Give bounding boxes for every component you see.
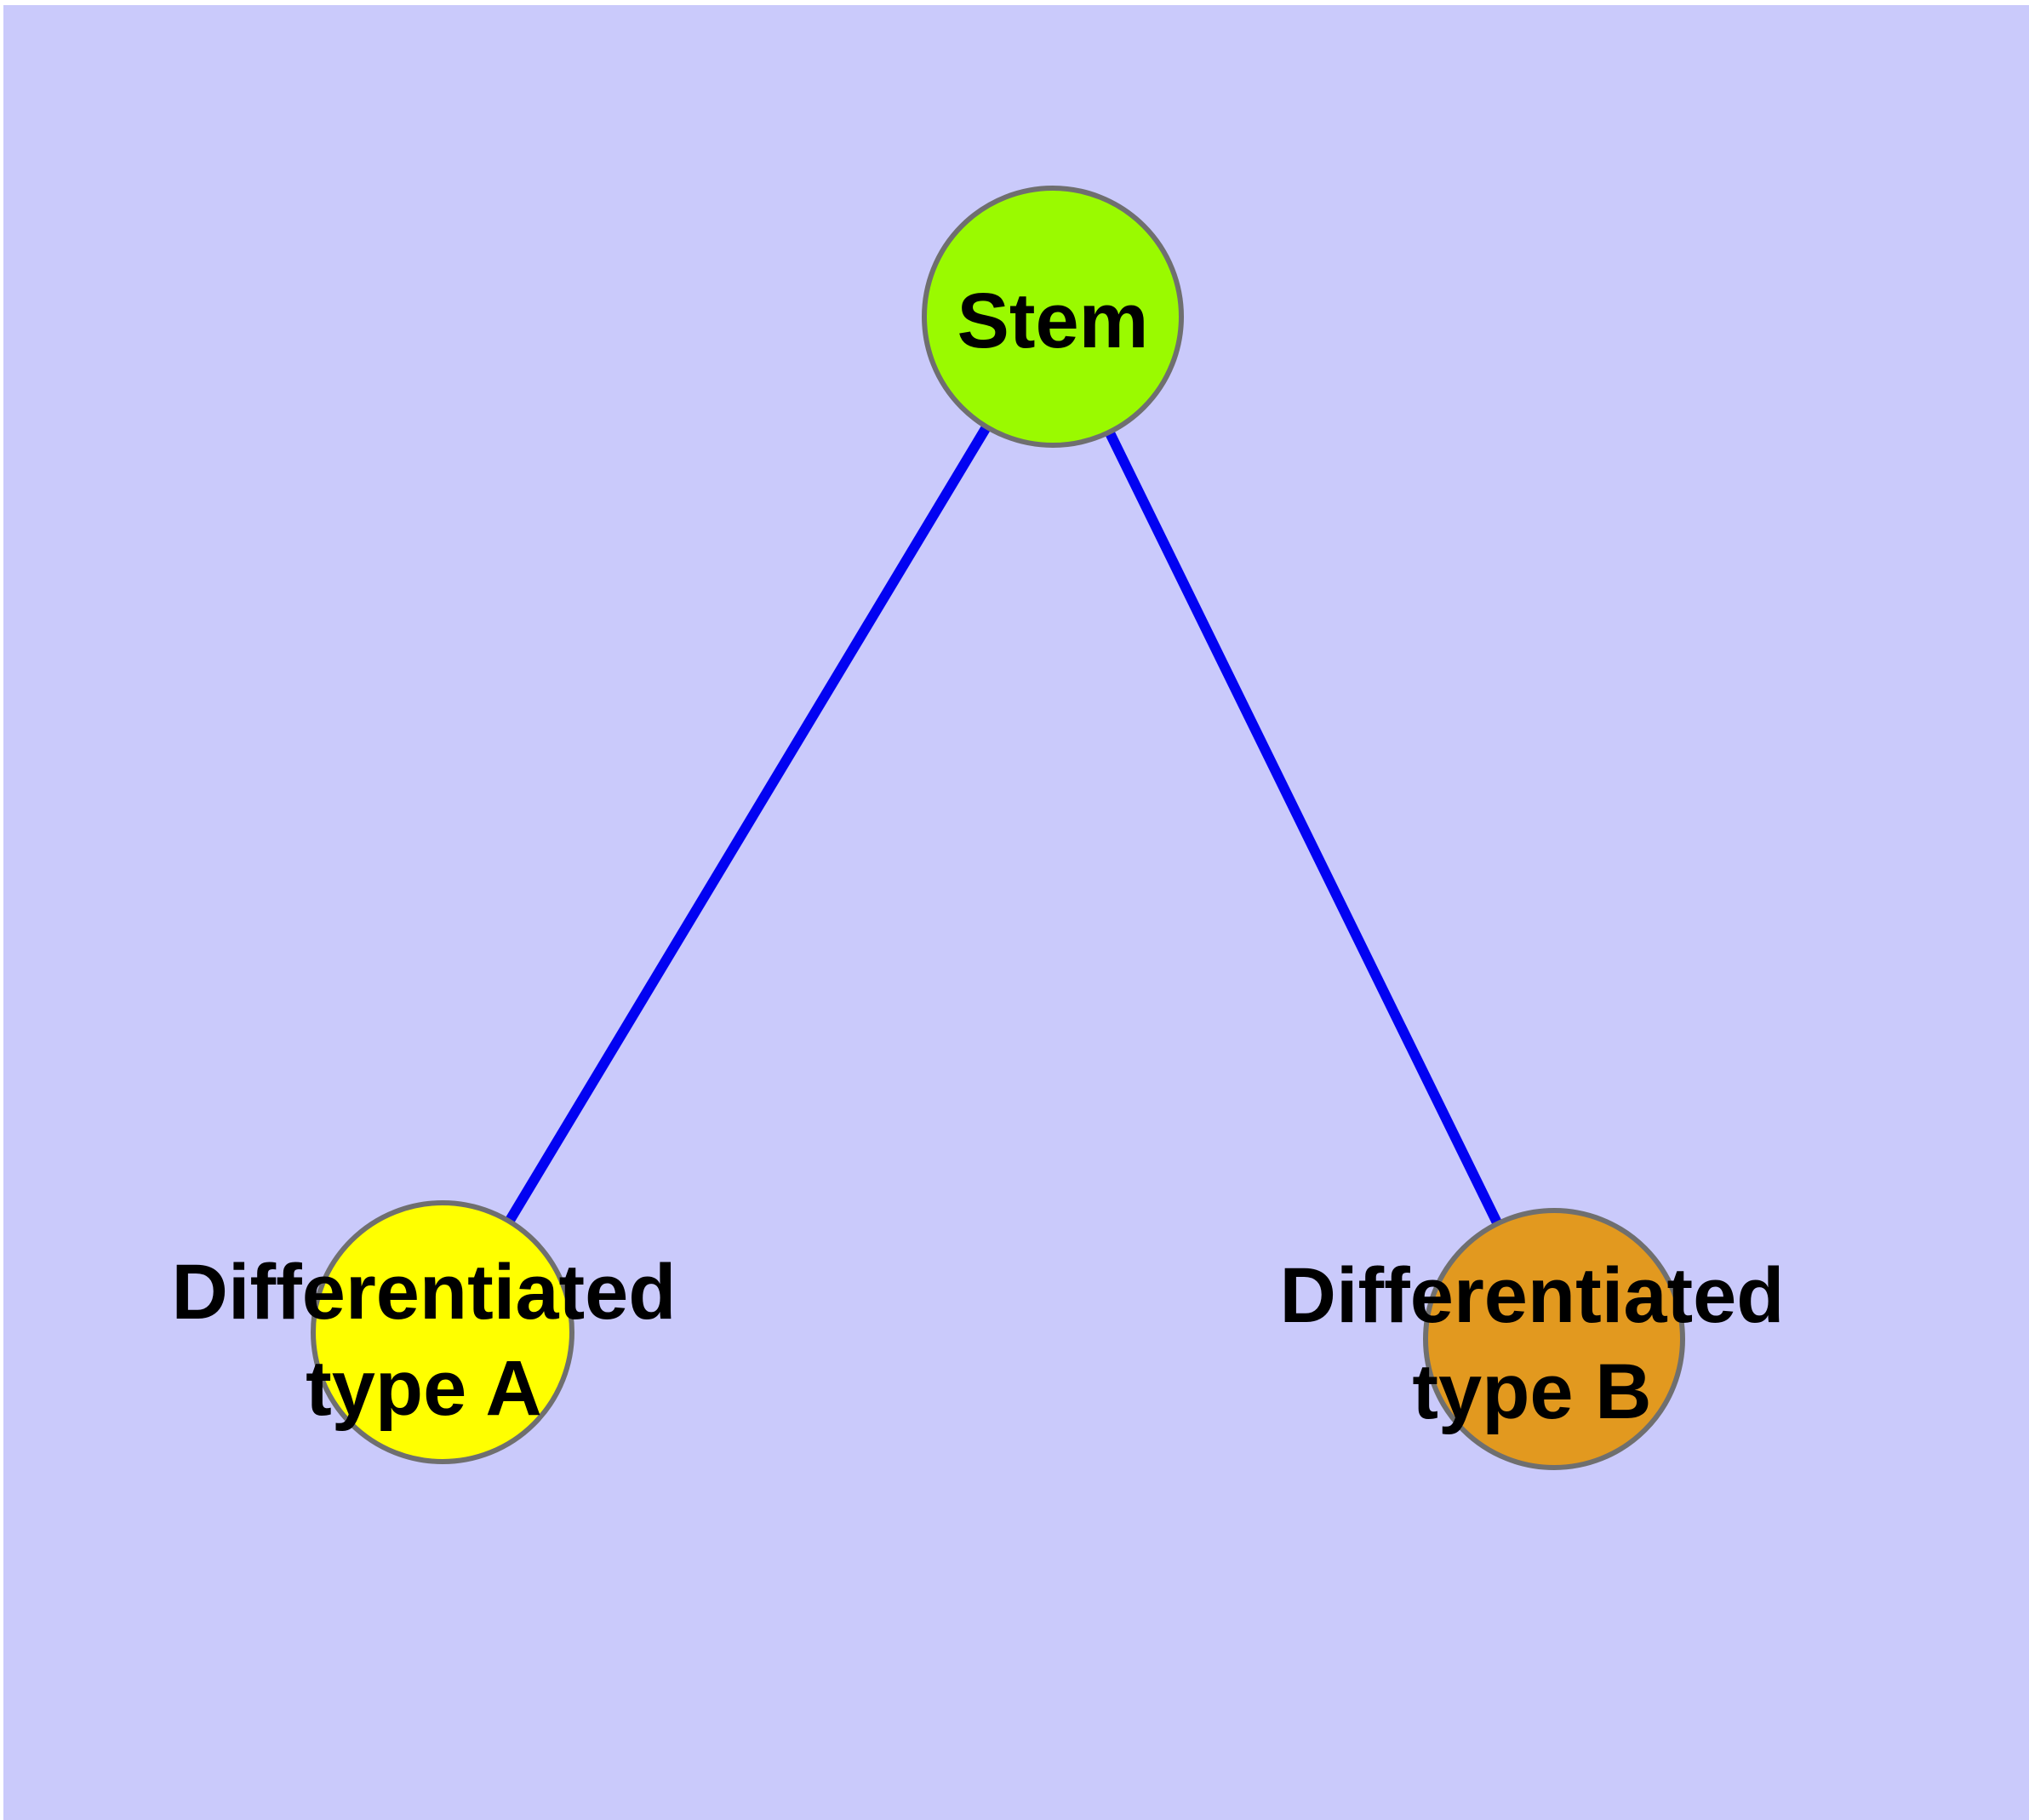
node-differentiated-type-b: Differentiated type B bbox=[1280, 1208, 1785, 1470]
node-differentiated-type-b-label-line2: type B bbox=[1412, 1348, 1651, 1435]
node-differentiated-type-a-label-line2: type A bbox=[306, 1345, 542, 1432]
node-differentiated-type-b-circle bbox=[1423, 1208, 1685, 1470]
node-differentiated-type-a: Differentiated type A bbox=[172, 1200, 677, 1464]
node-differentiated-type-b-label-line1: Differentiated bbox=[1280, 1252, 1785, 1339]
edge-stem-to-type-a bbox=[437, 313, 1058, 1336]
node-stem-circle bbox=[922, 186, 1184, 448]
node-differentiated-type-a-label-line1: Differentiated bbox=[172, 1249, 677, 1336]
node-stem-label: Stem bbox=[957, 278, 1149, 364]
edge-stem-to-type-b bbox=[1048, 314, 1559, 1342]
node-stem: Stem bbox=[922, 186, 1184, 448]
node-differentiated-type-a-circle bbox=[311, 1200, 574, 1464]
